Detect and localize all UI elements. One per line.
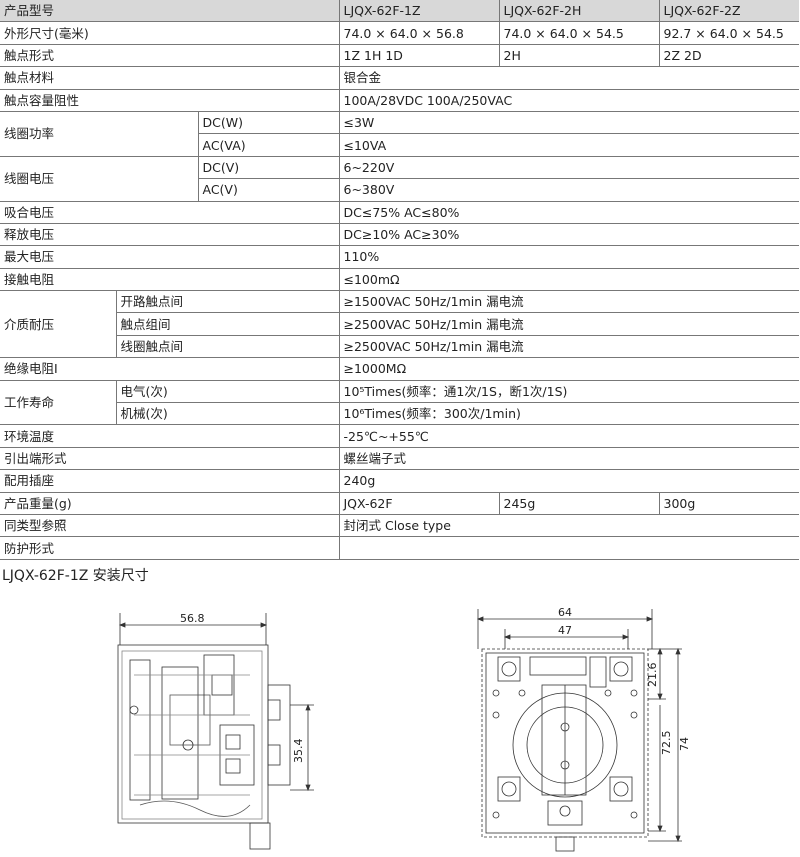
front-top-dim: 21.6 <box>646 663 659 688</box>
table-row: 吸合电压 DC≤75% AC≤80% <box>0 201 799 224</box>
cell-value: DC≤75% AC≤80% <box>339 201 799 224</box>
cell-value: 2Z 2D <box>659 44 799 68</box>
sub-label: 触点组间 <box>116 312 340 336</box>
cell-value: ≥2500VAC 50Hz/1min 漏电流 <box>339 335 799 359</box>
sub-label: DC(V) <box>198 156 340 180</box>
cell-value: 银合金 <box>339 66 799 90</box>
table-row: 配用插座 240g <box>0 469 799 493</box>
side-height-dim: 35.4 <box>292 739 305 764</box>
table-row: 绝缘电阻I ≥1000MΩ <box>0 357 799 381</box>
table-row: 同类型参照 封闭式 Close type <box>0 514 799 538</box>
cell-value: 1Z 1H 1D <box>339 44 500 68</box>
table-header-row: 产品型号 LJQX-62F-1Z LJQX-62F-2H LJQX-62F-2Z <box>0 0 799 23</box>
row-label: 线圈功率 <box>0 111 199 157</box>
row-label: 吸合电压 <box>0 201 340 224</box>
row-label: 配用插座 <box>0 469 340 493</box>
cell-value: 封闭式 Close type <box>339 514 799 538</box>
row-label: 线圈电压 <box>0 156 199 202</box>
table-row: 工作寿命 电气(次) 10⁵Times(频率：通1次/1S，断1次/1S) <box>0 380 799 426</box>
cell-value: 300g <box>659 492 799 515</box>
cell-value: -25℃~+55℃ <box>339 424 799 448</box>
sub-label: AC(V) <box>198 178 340 202</box>
cell-value: ≥2500VAC 50Hz/1min 漏电流 <box>339 312 799 336</box>
cell-value: 2H <box>499 44 660 68</box>
row-label: 释放电压 <box>0 223 340 247</box>
cell-value <box>339 536 799 561</box>
table-row: 线圈触点间 ≥2500VAC 50Hz/1min 漏电流 <box>0 335 799 359</box>
table-row: 接触电阻 ≤100mΩ <box>0 268 799 292</box>
table-row: 最大电压 110% <box>0 245 799 269</box>
row-label: 外形尺寸(毫米) <box>0 21 340 45</box>
table-row: 防护形式 <box>0 536 799 561</box>
spec-table: 产品型号 LJQX-62F-1Z LJQX-62F-2H LJQX-62F-2Z… <box>0 0 799 561</box>
table-row: 机械(次) 10⁶Times(频率：300次/1min) <box>0 402 799 426</box>
table-row: 外形尺寸(毫米) 74.0 × 64.0 × 56.8 74.0 × 64.0 … <box>0 21 799 45</box>
sub-label: 电气(次) <box>116 380 340 404</box>
table-row: 触点组间 ≥2500VAC 50Hz/1min 漏电流 <box>0 312 799 336</box>
cell-value: ≤3W <box>339 111 799 135</box>
table-row: 触点材料 银合金 <box>0 66 799 90</box>
cell-value: 240g <box>339 469 799 493</box>
install-section-title: LJQX-62F-1Z 安装尺寸 <box>2 568 149 584</box>
cell-value: JQX-62F <box>339 492 500 515</box>
front-height-inner-dim: 72.5 <box>660 731 673 756</box>
cell-value: 10⁶Times(频率：300次/1min) <box>339 402 799 426</box>
cell-value: ≤10VA <box>339 133 799 157</box>
cell-value: 74.0 × 64.0 × 56.8 <box>339 21 500 45</box>
side-view-drawing: 56.8 35.4 <box>117 612 314 850</box>
row-label: 引出端形式 <box>0 447 340 471</box>
side-width-dim: 56.8 <box>180 612 205 625</box>
row-label: 触点材料 <box>0 66 340 90</box>
table-row: AC(V) 6~380V <box>0 178 799 202</box>
row-label: 介质耐压 <box>0 290 117 359</box>
front-height-outer-dim: 74 <box>678 737 691 751</box>
row-label: 触点容量阻性 <box>0 89 340 112</box>
sub-label: 开路触点间 <box>116 290 340 314</box>
row-label: 产品重量(g) <box>0 492 340 515</box>
row-label: 防护形式 <box>0 536 340 561</box>
table-row: 环境温度 -25℃~+55℃ <box>0 424 799 448</box>
table-row: 介质耐压 开路触点间 ≥1500VAC 50Hz/1min 漏电流 <box>0 290 799 359</box>
model-2h: LJQX-62F-2H <box>499 0 660 23</box>
cell-value: 6~380V <box>339 178 799 202</box>
front-width-inner-dim: 47 <box>558 624 572 637</box>
cell-value: 100A/28VDC 100A/250VAC <box>339 89 799 112</box>
front-width-outer-dim: 64 <box>558 606 572 619</box>
row-label: 接触电阻 <box>0 268 340 292</box>
sub-label: AC(VA) <box>198 133 340 157</box>
cell-value: 92.7 × 64.0 × 54.5 <box>659 21 799 45</box>
table-row: 线圈电压 DC(V) 6~220V <box>0 156 799 202</box>
row-label: 最大电压 <box>0 245 340 269</box>
cell-value: ≤100mΩ <box>339 268 799 292</box>
cell-value: 6~220V <box>339 156 799 180</box>
table-row: 引出端形式 螺丝端子式 <box>0 447 799 471</box>
table-row: 产品重量(g) JQX-62F 245g 300g <box>0 492 799 515</box>
cell-value: 螺丝端子式 <box>339 447 799 471</box>
cell-value: 10⁵Times(频率：通1次/1S，断1次/1S) <box>339 380 799 404</box>
cell-value: 245g <box>499 492 660 515</box>
row-label: 触点形式 <box>0 44 340 68</box>
row-label: 绝缘电阻I <box>0 357 340 381</box>
front-view-drawing: 64 47 21.6 72.5 74 <box>476 606 691 852</box>
sub-label: DC(W) <box>198 111 340 135</box>
table-row: 触点形式 1Z 1H 1D 2H 2Z 2D <box>0 44 799 68</box>
table-row: 触点容量阻性 100A/28VDC 100A/250VAC <box>0 89 799 112</box>
cell-value: 74.0 × 64.0 × 54.5 <box>499 21 660 45</box>
header-label: 产品型号 <box>0 0 340 23</box>
table-row: 线圈功率 DC(W) ≤3W <box>0 111 799 157</box>
cell-value: DC≥10% AC≥30% <box>339 223 799 247</box>
sub-label: 线圈触点间 <box>116 335 340 359</box>
cell-value: ≥1000MΩ <box>339 357 799 381</box>
sub-label: 机械(次) <box>116 402 340 426</box>
row-label: 同类型参照 <box>0 514 340 538</box>
table-row: 释放电压 DC≥10% AC≥30% <box>0 223 799 247</box>
row-label: 工作寿命 <box>0 380 117 426</box>
cell-value: 110% <box>339 245 799 269</box>
row-label: 环境温度 <box>0 424 340 448</box>
table-row: AC(VA) ≤10VA <box>0 133 799 157</box>
model-2z: LJQX-62F-2Z <box>659 0 799 23</box>
model-1z: LJQX-62F-1Z <box>339 0 500 23</box>
cell-value: ≥1500VAC 50Hz/1min 漏电流 <box>339 290 799 314</box>
